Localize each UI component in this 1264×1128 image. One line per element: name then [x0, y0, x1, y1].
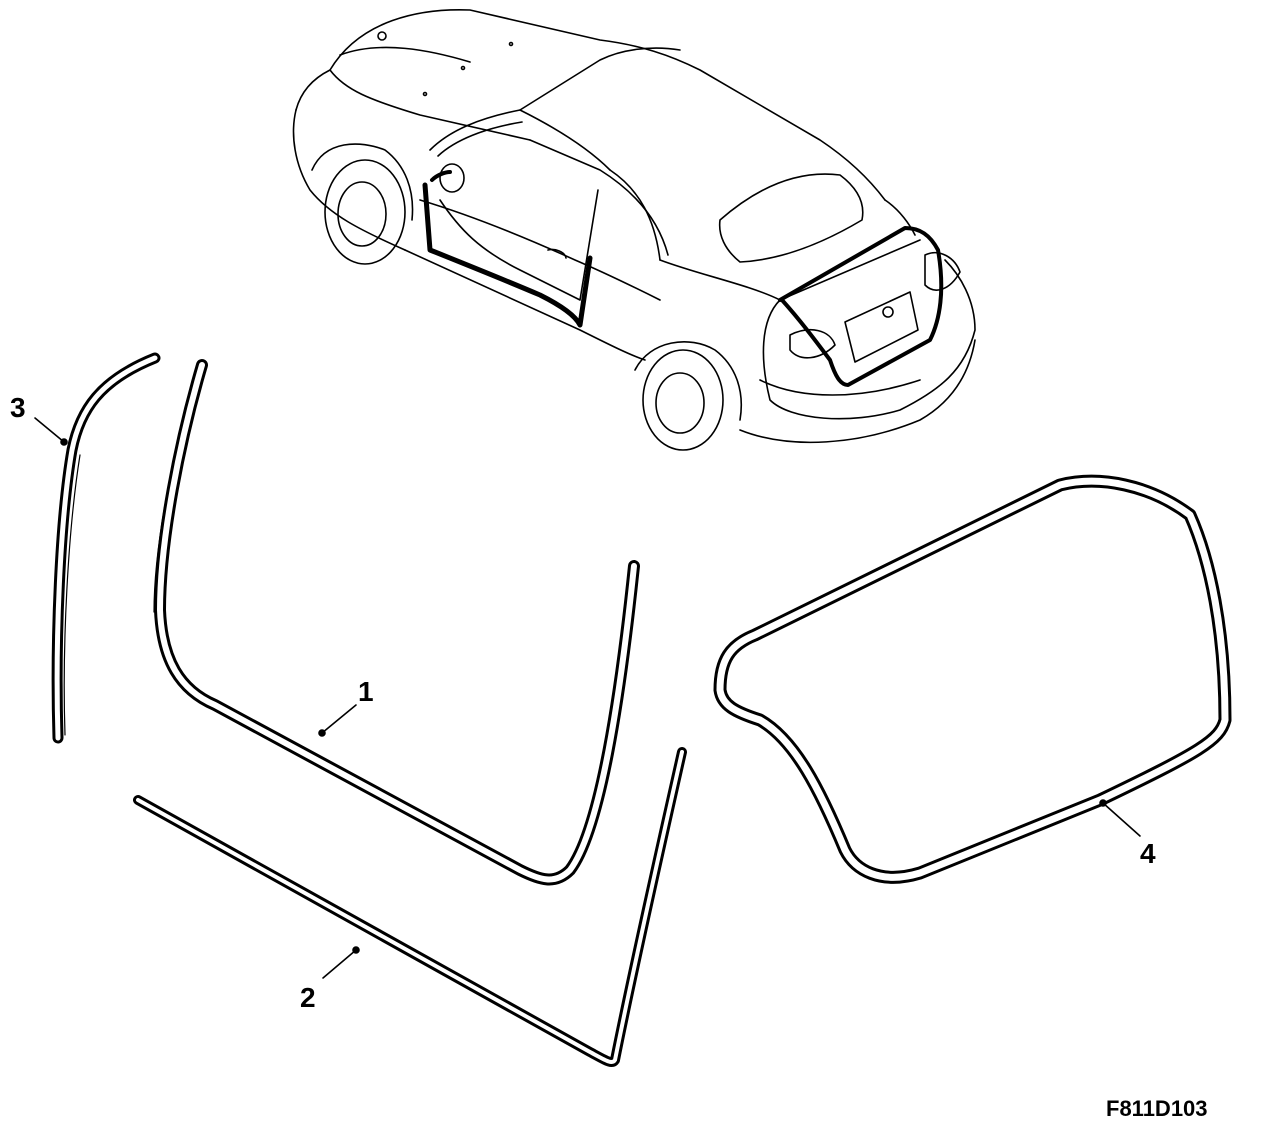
- leader-line-4: [1102, 802, 1141, 837]
- leader-dot-1: [318, 729, 326, 737]
- callout-part-3: 3: [10, 392, 26, 423]
- leader-line-2: [322, 949, 357, 979]
- part-3-seal-strip: [51, 352, 161, 744]
- leader-dot-3: [60, 438, 68, 446]
- callout-part-1: 1: [358, 676, 374, 707]
- leader-line-1: [321, 704, 357, 734]
- leader-line-3: [34, 417, 65, 443]
- part-1-door-seal: [153, 359, 640, 886]
- leader-dot-4: [1099, 799, 1107, 807]
- callout-part-2: 2: [300, 982, 316, 1013]
- part-4-trunk-seal: [713, 474, 1232, 884]
- callout-part-4: 4: [1140, 838, 1156, 869]
- car-illustration: [292, 8, 976, 451]
- leader-dot-2: [352, 946, 360, 954]
- leader-lines: [34, 417, 1141, 979]
- part-2-belt-seal: [133, 747, 687, 1067]
- figure-code: F811D103: [1106, 1096, 1208, 1121]
